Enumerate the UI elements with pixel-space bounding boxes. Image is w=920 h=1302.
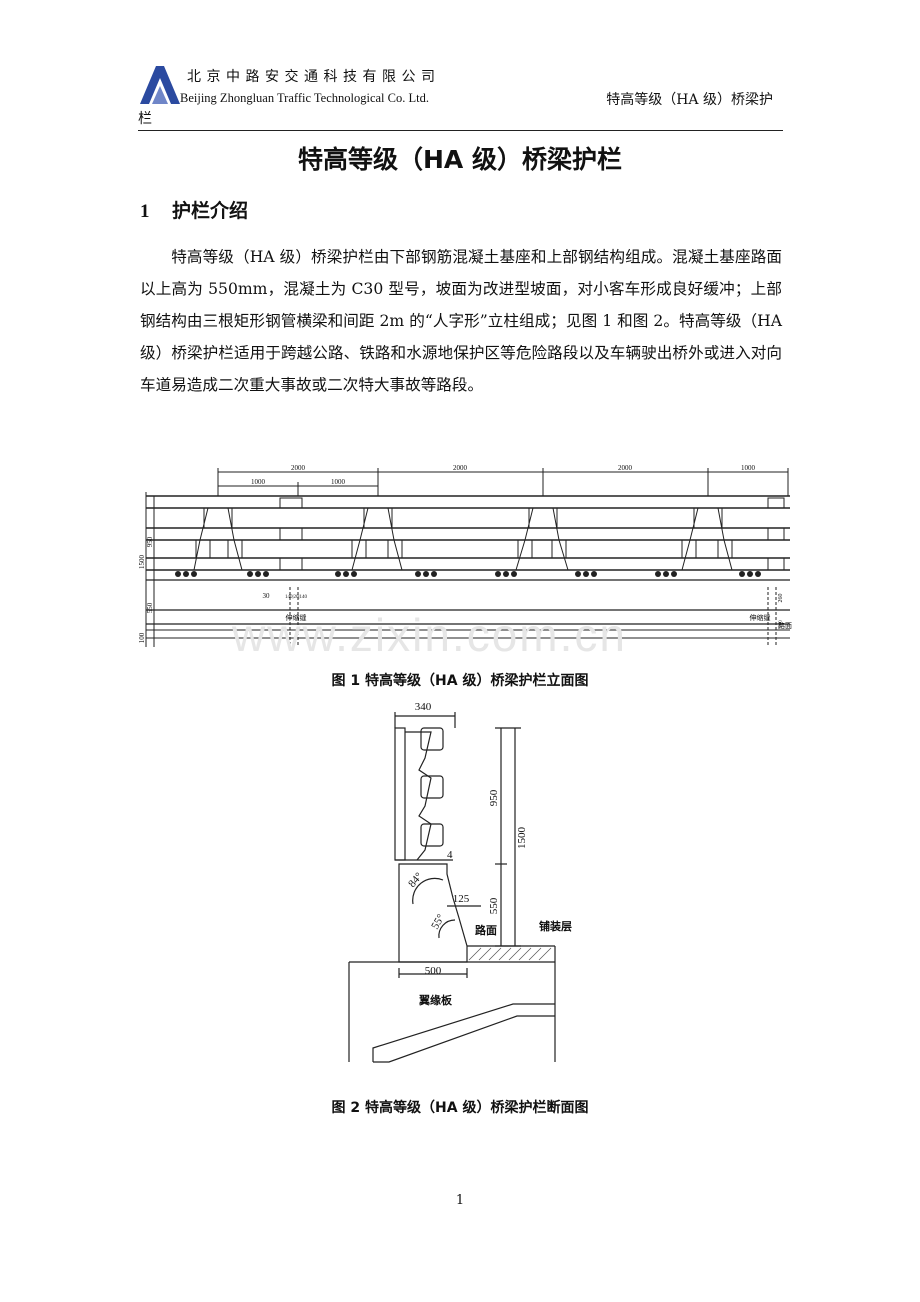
dim-1500: 1500 [516, 827, 528, 850]
section-number: 1 [140, 201, 150, 222]
figure1-elevation-drawing: 2000 2000 2000 1000 1000 1000 950 1500 5… [138, 464, 792, 647]
angle-84: 84° [406, 870, 425, 890]
post-2 [351, 507, 403, 571]
section-heading-text: 护栏介绍 [172, 200, 249, 222]
dim-right-300: 300 [779, 620, 784, 628]
company-name-cn: 北京中路安交通科技有限公司 [187, 69, 441, 85]
header-doc-title: 特高等级（HA 级）桥梁护 [606, 92, 773, 108]
dim-top-4: 1000 [741, 464, 756, 472]
dim-top-2: 2000 [453, 464, 468, 472]
dim-bottom-small: 140|20|140 [285, 595, 308, 600]
dim-4: 4 [447, 849, 453, 861]
dim-top-1: 2000 [291, 464, 306, 472]
post-3 [515, 507, 569, 571]
page-number: 1 [455, 1193, 465, 1208]
section-heading: 1 护栏介绍 [140, 196, 248, 223]
dim-125: 125 [453, 893, 470, 905]
angle-55: 55° [429, 912, 447, 931]
watermark: www.zixin.com.cn [232, 609, 627, 661]
dim-500: 500 [425, 965, 442, 977]
post-4 [681, 507, 733, 571]
dim-left-100: 100 [138, 632, 146, 643]
label-pavement-layer: 铺装层 [539, 919, 572, 933]
label-expansion-joint-2: 伸缩缝 [750, 613, 771, 622]
dim-top-3: 2000 [618, 464, 633, 472]
page-title: 特高等级（HA 级）桥梁护栏 [298, 145, 622, 174]
company-logo-icon [140, 66, 180, 104]
header-doc-title-tail: 栏 [138, 111, 152, 127]
dim-sub-1: 1000 [251, 478, 266, 486]
label-road: 路面 [778, 621, 792, 630]
figure1-caption: 图 1 特高等级（HA 级）桥梁护栏立面图 [331, 673, 589, 689]
dim-340: 340 [415, 701, 432, 713]
header-divider [138, 130, 783, 131]
dim-left-550: 550 [146, 602, 154, 613]
dim-550: 550 [488, 897, 500, 914]
dim-sub-2: 1000 [331, 478, 346, 486]
label-flange-slab: 翼缘板 [418, 993, 453, 1007]
figure2-caption: 图 2 特高等级（HA 级）桥梁护栏断面图 [331, 1100, 589, 1116]
figure2-section-drawing: 340 950 1500 550 500 125 4 84° 55° 路面 铺装… [348, 701, 572, 1063]
label-road: 路面 [475, 923, 497, 937]
dim-950: 950 [488, 789, 500, 806]
company-name-en: Beijing Zhongluan Traffic Technological … [180, 91, 429, 105]
dim-right-260: 260 [778, 594, 784, 603]
post-1 [193, 507, 243, 571]
page-header: 北京中路安交通科技有限公司 Beijing Zhongluan Traffic … [138, 60, 783, 132]
dim-left-1500: 1500 [138, 555, 146, 570]
dim-bottom-30: 30 [263, 592, 271, 600]
intro-paragraph: 特高等级（HA 级）桥梁护栏由下部钢筋混凝土基座和上部钢结构组成。混凝土基座路面… [140, 248, 782, 394]
label-expansion-joint-1: 伸缩缝 [286, 613, 307, 622]
dim-left-950: 950 [146, 536, 154, 547]
